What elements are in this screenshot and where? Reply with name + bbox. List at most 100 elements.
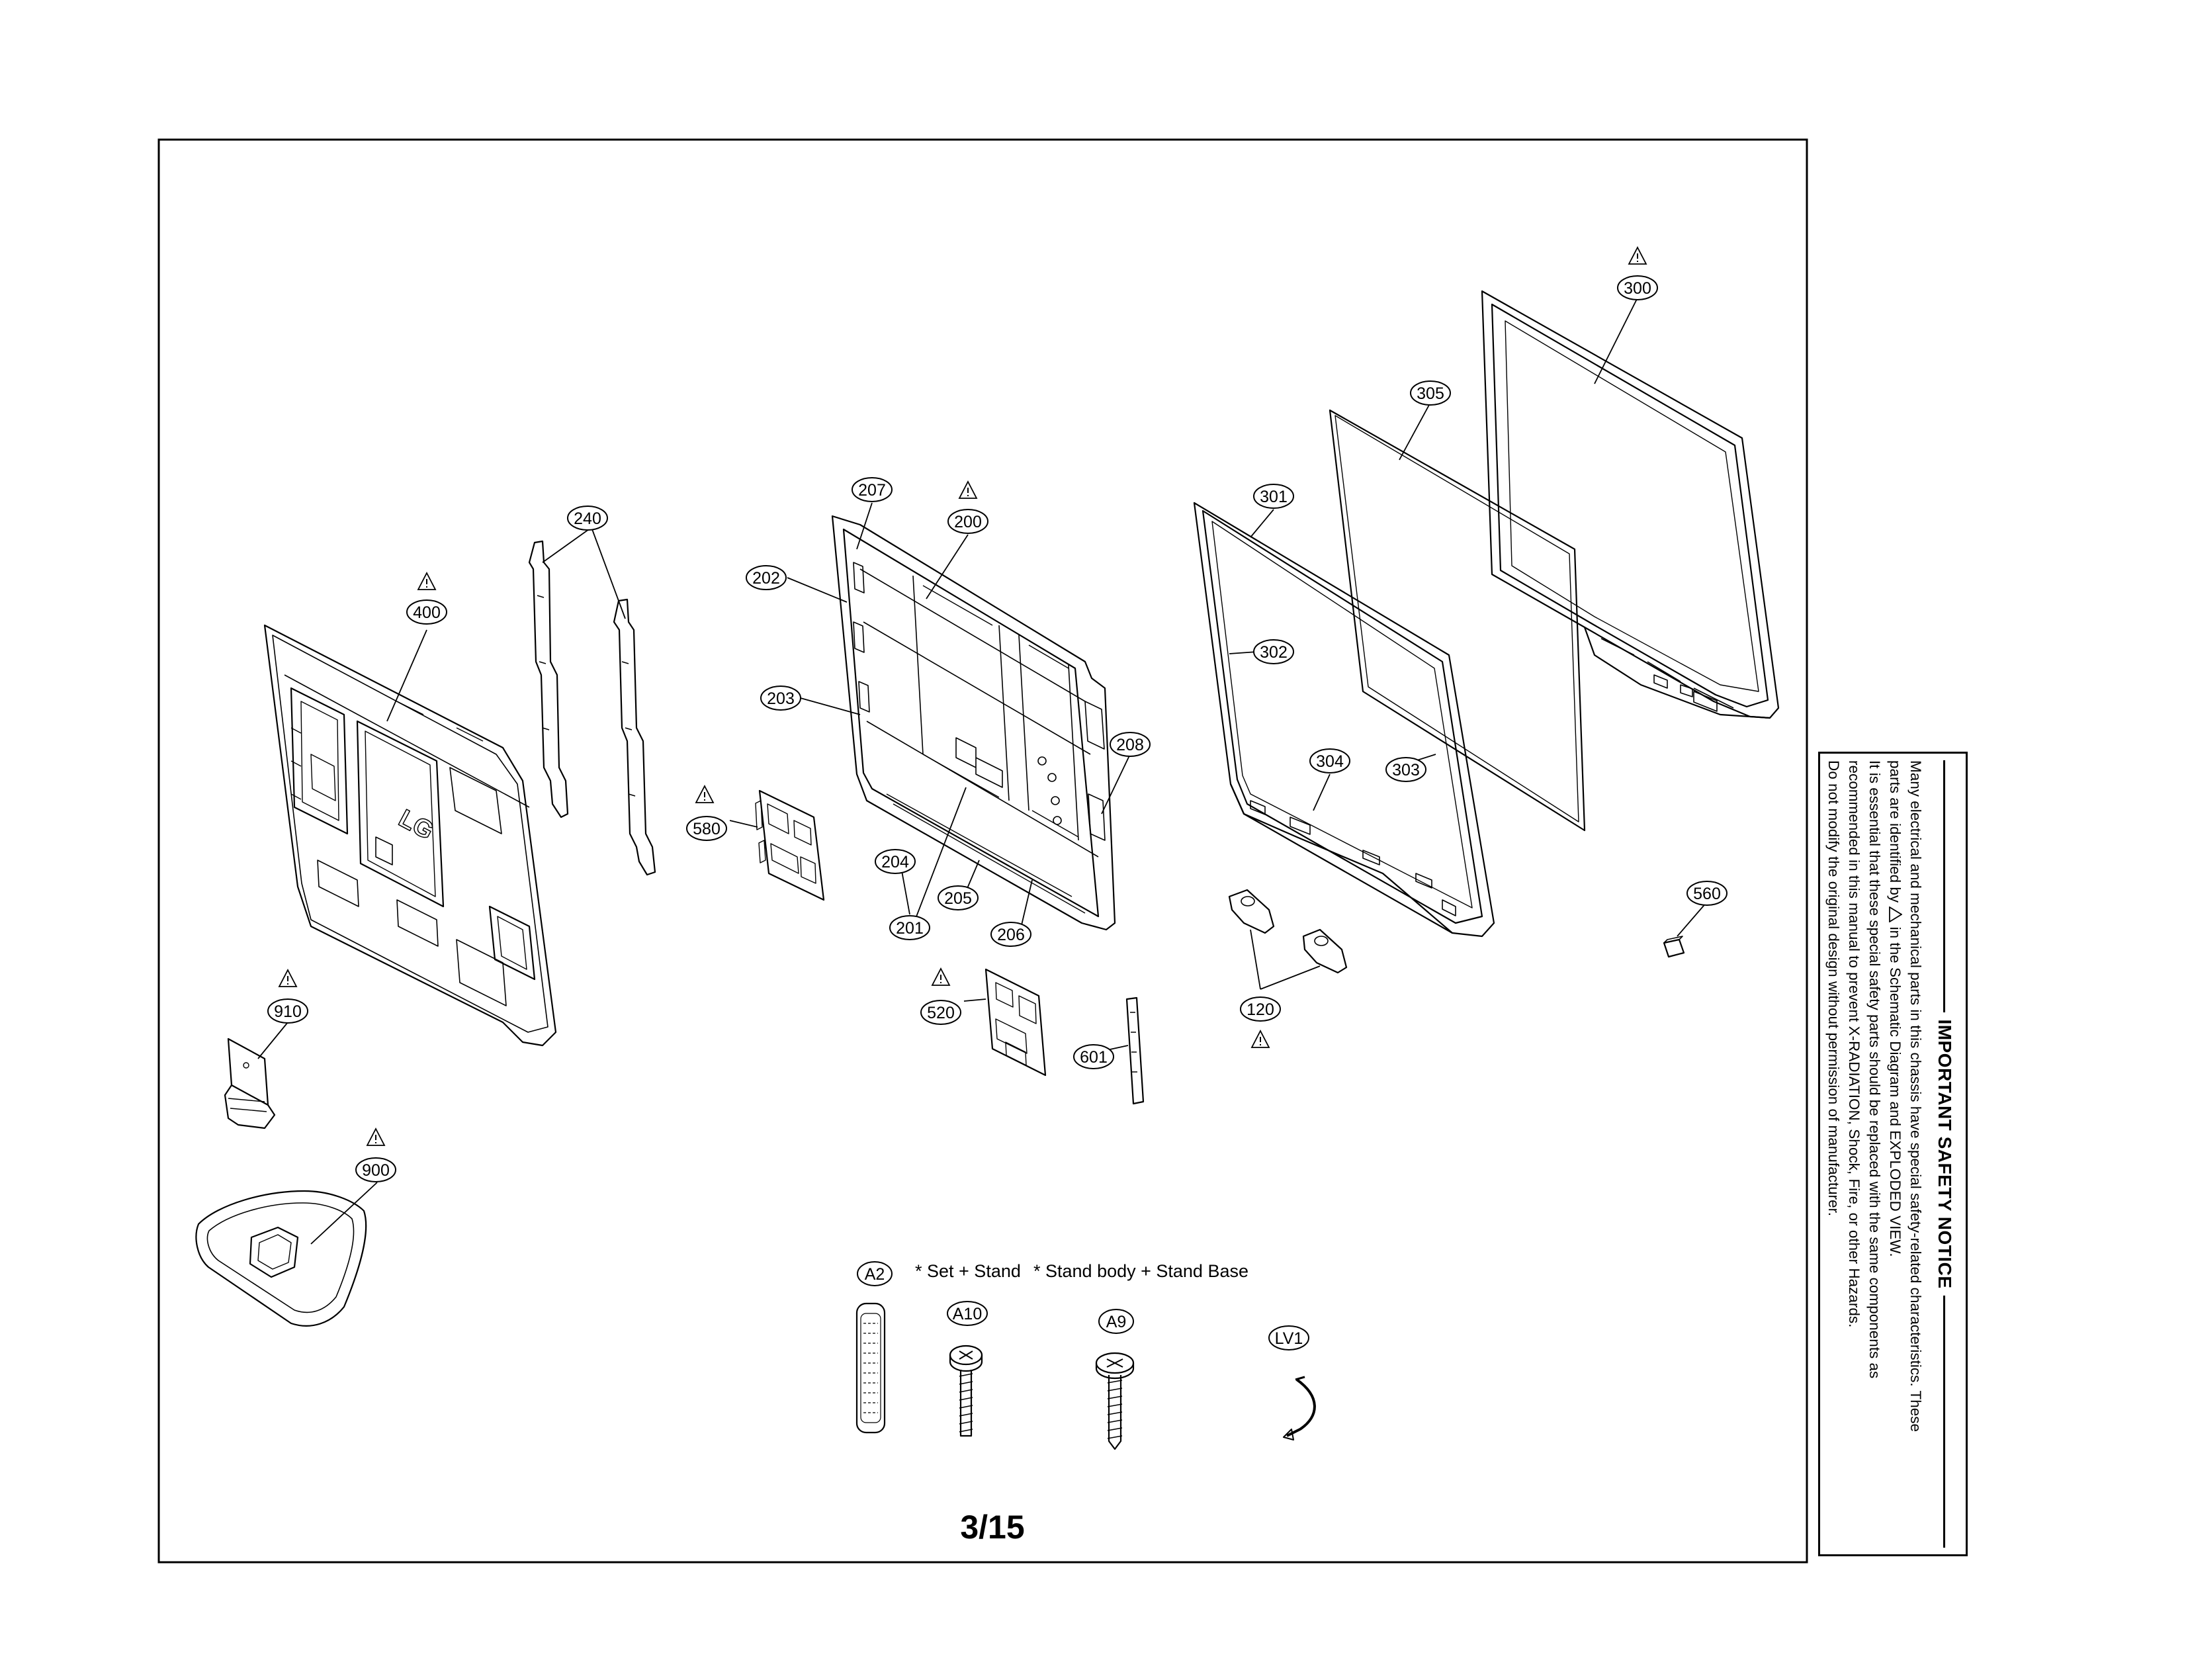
part-580-main-board bbox=[755, 789, 825, 901]
callout-bubble bbox=[746, 565, 787, 590]
callout-a2: A2 bbox=[857, 1261, 893, 1286]
callout-label: 302 bbox=[1260, 643, 1288, 662]
notice-rule-left bbox=[1943, 760, 1946, 1013]
callout-bubble bbox=[920, 1000, 961, 1025]
callout-204: 204 bbox=[875, 849, 916, 874]
warning-triangle-icon bbox=[366, 1127, 386, 1146]
part-560-sensor bbox=[1663, 936, 1685, 958]
callout-304: 304 bbox=[1309, 748, 1350, 774]
callout-520: 520 bbox=[920, 967, 961, 1025]
callout-label: LV1 bbox=[1275, 1329, 1303, 1348]
callout-a10: A10 bbox=[947, 1301, 988, 1326]
callout-bubble bbox=[938, 885, 979, 910]
callout-label: 304 bbox=[1316, 752, 1344, 771]
part-a9-screw bbox=[1095, 1352, 1135, 1450]
part-520-power-board bbox=[985, 968, 1047, 1077]
callout-900: 900 bbox=[355, 1127, 396, 1182]
callout-a9: A9 bbox=[1098, 1309, 1134, 1334]
callout-label: 300 bbox=[1624, 279, 1651, 298]
part-120-speakers bbox=[1228, 889, 1348, 974]
callout-203: 203 bbox=[760, 685, 801, 711]
callout-201: 201 bbox=[889, 915, 930, 940]
part-a10-screw bbox=[949, 1345, 983, 1437]
callout-bubble bbox=[875, 849, 916, 874]
safety-notice-body: Many electrical and mechanical parts in … bbox=[1823, 760, 1926, 1548]
safety-notice-panel: IMPORTANT SAFETY NOTICE Many electrical … bbox=[1818, 752, 1968, 1556]
notice-line-4: recommended in this manual to prevent X-… bbox=[1846, 760, 1862, 1328]
callout-bubble bbox=[857, 1261, 893, 1286]
callout-303: 303 bbox=[1385, 757, 1426, 782]
callout-bubble bbox=[889, 915, 930, 940]
callout-400: 400 bbox=[406, 572, 447, 625]
part-200-back-frame bbox=[831, 515, 1116, 931]
callout-bubble bbox=[567, 506, 608, 531]
warning-triangle-icon bbox=[931, 967, 951, 986]
callout-lv1: LV1 bbox=[1268, 1325, 1309, 1350]
callout-bubble bbox=[1309, 748, 1350, 774]
callout-label: A10 bbox=[953, 1305, 982, 1323]
callout-label: 205 bbox=[944, 889, 972, 908]
part-callouts: 3003053013023033042002012022032042052062… bbox=[267, 246, 1728, 1350]
callout-label: 207 bbox=[858, 481, 886, 500]
callout-label: 580 bbox=[693, 820, 721, 838]
part-910-stand-bracket bbox=[224, 1038, 276, 1129]
callout-bubble bbox=[947, 1301, 988, 1326]
callout-label: A9 bbox=[1106, 1313, 1127, 1331]
callout-301: 301 bbox=[1253, 484, 1294, 509]
callout-bubble bbox=[1686, 881, 1728, 906]
callout-240: 240 bbox=[567, 506, 608, 531]
callout-label: 203 bbox=[767, 689, 795, 708]
callout-label: 560 bbox=[1693, 885, 1721, 903]
notice-line-5: Do not modify the original design withou… bbox=[1825, 760, 1842, 1217]
callout-label: 240 bbox=[574, 509, 601, 528]
callout-label: 208 bbox=[1116, 736, 1144, 754]
part-900-stand-base bbox=[195, 1190, 367, 1327]
part-240-brackets bbox=[528, 540, 656, 876]
warning-triangle-icon bbox=[958, 480, 978, 499]
callout-202: 202 bbox=[746, 565, 787, 590]
callout-bubble bbox=[852, 477, 893, 502]
callout-560: 560 bbox=[1686, 881, 1728, 906]
callout-label: 520 bbox=[927, 1004, 955, 1022]
callout-bubble bbox=[1268, 1325, 1309, 1350]
callout-bubble bbox=[406, 599, 447, 625]
callout-206: 206 bbox=[990, 922, 1031, 947]
callout-label: A2 bbox=[865, 1265, 885, 1284]
callout-bubble bbox=[1073, 1044, 1114, 1069]
part-lv1-cable bbox=[1283, 1376, 1316, 1440]
callout-bubble bbox=[686, 816, 727, 841]
safety-notice-title: IMPORTANT SAFETY NOTICE bbox=[1935, 1019, 1955, 1289]
diagram-frame bbox=[157, 138, 1808, 1564]
page-number: 3/15 bbox=[960, 1509, 1024, 1546]
notice-line-2a: parts are identified by bbox=[1887, 760, 1904, 903]
warning-triangle-icon bbox=[1628, 246, 1647, 265]
notice-rule-right bbox=[1943, 1295, 1946, 1548]
callout-601: 601 bbox=[1073, 1044, 1114, 1069]
callout-bubble bbox=[355, 1157, 396, 1182]
callout-207: 207 bbox=[852, 477, 893, 502]
warning-triangle-icon bbox=[1250, 1030, 1270, 1048]
notice-line-1: Many electrical and mechanical parts in … bbox=[1907, 760, 1924, 1433]
callout-label: 601 bbox=[1080, 1048, 1108, 1067]
callout-bubble bbox=[1253, 484, 1294, 509]
notice-line-3: It is essential that these special safet… bbox=[1866, 760, 1883, 1379]
callout-label: 200 bbox=[954, 513, 982, 531]
notice-line-2: parts are identified by in the Schematic… bbox=[1885, 760, 1905, 1548]
callout-bubble bbox=[267, 998, 308, 1024]
callout-label: 204 bbox=[881, 853, 909, 871]
callout-bubble bbox=[1385, 757, 1426, 782]
callout-label: 201 bbox=[896, 919, 924, 938]
callout-208: 208 bbox=[1110, 732, 1151, 757]
callout-label: 303 bbox=[1392, 761, 1420, 779]
callout-label: 301 bbox=[1260, 488, 1288, 506]
callout-580: 580 bbox=[686, 785, 727, 841]
callout-label: 900 bbox=[362, 1161, 390, 1180]
part-305-optical-sheet bbox=[1329, 409, 1586, 832]
notice-line-2b: in the Schematic Diagram and EXPLODED VI… bbox=[1887, 926, 1904, 1257]
callout-bubble bbox=[1410, 380, 1451, 406]
callout-label: 400 bbox=[413, 603, 441, 622]
callout-bubble bbox=[990, 922, 1031, 947]
callout-bubble bbox=[1617, 275, 1658, 300]
callout-910: 910 bbox=[267, 969, 308, 1024]
